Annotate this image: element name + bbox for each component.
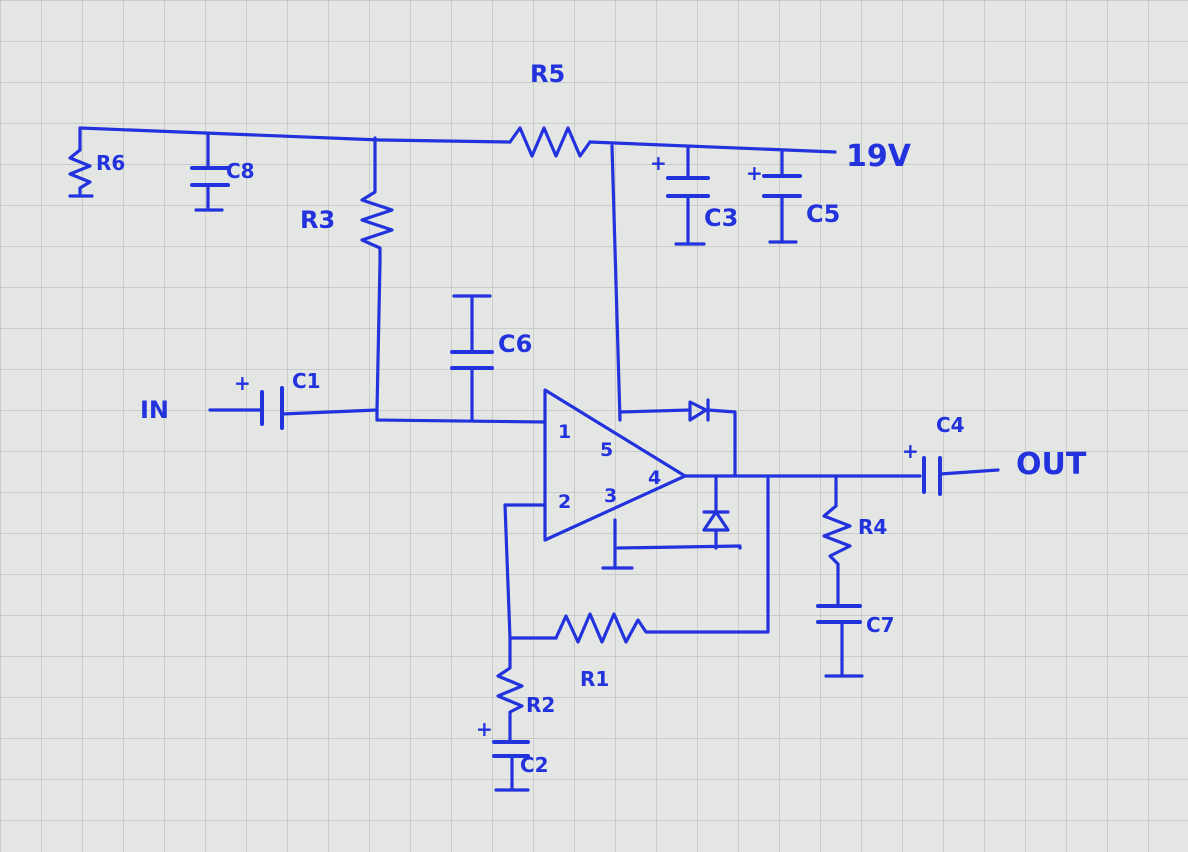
label-c5-plus: + [746,161,763,185]
label-r1: R1 [580,667,609,691]
label-c7: C7 [866,613,895,637]
label-pin-3: 3 [604,485,617,507]
wire-c8-ground [194,183,224,212]
label-c3: C3 [704,204,738,232]
label-r5: R5 [530,60,565,88]
wire-c3-ground [674,194,706,246]
label-c3-plus: + [650,151,667,175]
resistor-r3 [360,136,394,412]
label-c5: C5 [806,200,840,228]
label-r2: R2 [526,693,555,717]
wire-diode-loop-right [706,408,737,478]
resistor-r1 [554,612,768,644]
wire-top-rail [78,126,512,152]
label-pin-4: 4 [648,467,661,489]
label-pin-1: 1 [558,421,571,443]
label-c8: C8 [226,159,255,183]
label-c6: C6 [498,330,532,358]
label-r3: R3 [300,206,335,234]
label-output: OUT [1016,447,1087,482]
wire-supply-rail [588,140,837,154]
opamp-triangle [543,388,687,542]
wire-pin3-ground [601,518,634,570]
wire-c5-ground [768,194,798,244]
label-pin-2: 2 [558,491,571,513]
resistor-r6 [68,148,94,198]
resistor-r4 [822,474,852,608]
wire-pin5-supply [610,144,622,422]
label-pin-5: 5 [600,439,613,461]
label-c1-plus: + [234,371,251,395]
label-input: IN [140,396,169,424]
wire-diode-loop-top [618,408,692,414]
label-c1: C1 [292,369,321,393]
wire-c2-ground [494,754,530,792]
label-c2-plus: + [476,717,493,741]
wire-c1-to-pin1 [280,408,547,424]
label-c4: C4 [936,413,965,437]
resistor-r2 [496,636,524,744]
wire-output [938,468,1000,476]
label-r4: R4 [858,515,887,539]
wire-lower-diode-bottom [616,528,742,550]
wire-c7-ground [824,620,864,678]
label-r6: R6 [96,151,125,175]
wire-opamp-output [683,474,922,634]
wire-c6-top [452,294,492,354]
label-c4-plus: + [902,439,919,463]
label-c2: C2 [520,753,549,777]
label-supply: 19V [846,139,912,174]
wire-pin2-feedback [503,503,558,640]
resistor-r5 [508,126,592,158]
